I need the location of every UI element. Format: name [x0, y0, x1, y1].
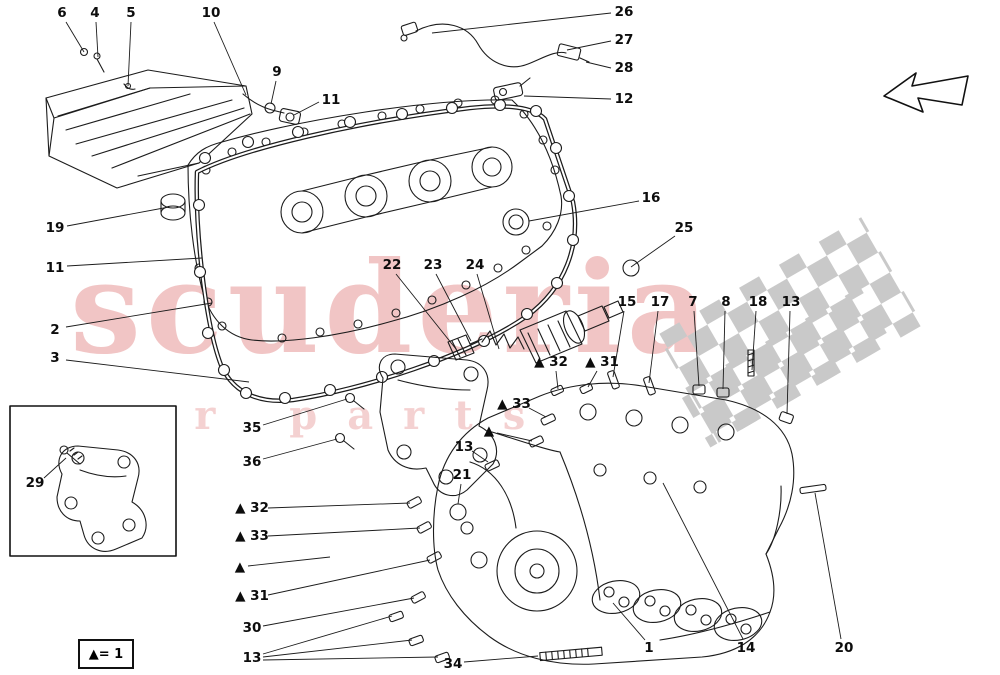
callout-label: 23: [423, 257, 443, 273]
callout-label: 3: [50, 350, 60, 366]
callout-label: 13: [454, 439, 474, 455]
callout-label: 4: [90, 5, 100, 21]
callout-label: 1: [644, 640, 654, 656]
callout-label: 22: [382, 257, 402, 273]
callout-label: 26: [614, 4, 634, 20]
callout-label: ▲ 32: [235, 500, 269, 516]
callout-label: 34: [443, 656, 463, 672]
callout-label: ▲ 31: [585, 354, 619, 370]
cam-sensor-drawing: [493, 77, 531, 101]
callout-label: 13: [781, 294, 801, 310]
callout-label: 15: [617, 294, 637, 310]
callout-label: ▲: [234, 559, 246, 575]
callout-label: 27: [614, 32, 634, 48]
callout-label: ▲ 33: [497, 396, 531, 412]
gasket-drawing: [192, 98, 580, 405]
inset-bracket-drawing: [56, 445, 147, 552]
callout-label: 11: [45, 260, 65, 276]
inset-box: [9, 405, 177, 557]
callout-label: ▲ 31: [235, 588, 269, 604]
callout-label: 36: [242, 454, 262, 470]
callout-label: 9: [272, 64, 282, 80]
camshaft-cover-outer-drawing: [45, 69, 253, 221]
callout-label: 10: [201, 5, 221, 21]
callout-label: 25: [674, 220, 694, 236]
inset-bolt-drawing: [59, 445, 83, 465]
callout-label: 29: [25, 475, 45, 491]
sensor-cable-drawing: [400, 21, 590, 68]
callout-label: 17: [650, 294, 670, 310]
callout-label: 28: [614, 60, 634, 76]
callout-label: 6: [57, 5, 67, 21]
fasteners-drawing: [334, 349, 827, 664]
cover-bracket-drawing: [242, 93, 302, 125]
callout-label: ▲: [483, 423, 495, 439]
callout-label: 7: [688, 294, 698, 310]
callout-label: 16: [641, 190, 661, 206]
callout-label: 18: [748, 294, 768, 310]
callout-label: 2: [50, 322, 60, 338]
mount-bracket-drawing: [378, 353, 497, 497]
callout-label: ▲ 33: [235, 528, 269, 544]
callout-label: 12: [614, 91, 634, 107]
callout-label: 5: [126, 5, 136, 21]
callout-label: ▲ 32: [534, 354, 568, 370]
legend-label: ▲= 1: [88, 646, 124, 662]
callout-label: 30: [242, 620, 262, 636]
callout-label: 8: [721, 294, 731, 310]
legend-box: ▲= 1: [78, 639, 134, 669]
vvt-solenoid-drawing: [447, 259, 640, 364]
callout-label: 24: [465, 257, 485, 273]
cover-screws-drawing: [79, 47, 136, 90]
callout-label: 20: [834, 640, 854, 656]
callout-label: 13: [242, 650, 262, 666]
callout-label: 35: [242, 420, 262, 436]
callout-label: 21: [452, 467, 472, 483]
callout-label: 14: [736, 640, 756, 656]
callout-label: 11: [321, 92, 341, 108]
callout-label: 19: [45, 220, 65, 236]
cylinder-head-drawing: [432, 382, 795, 665]
leader-lines: [43, 12, 842, 663]
direction-arrow-icon: [883, 72, 969, 113]
